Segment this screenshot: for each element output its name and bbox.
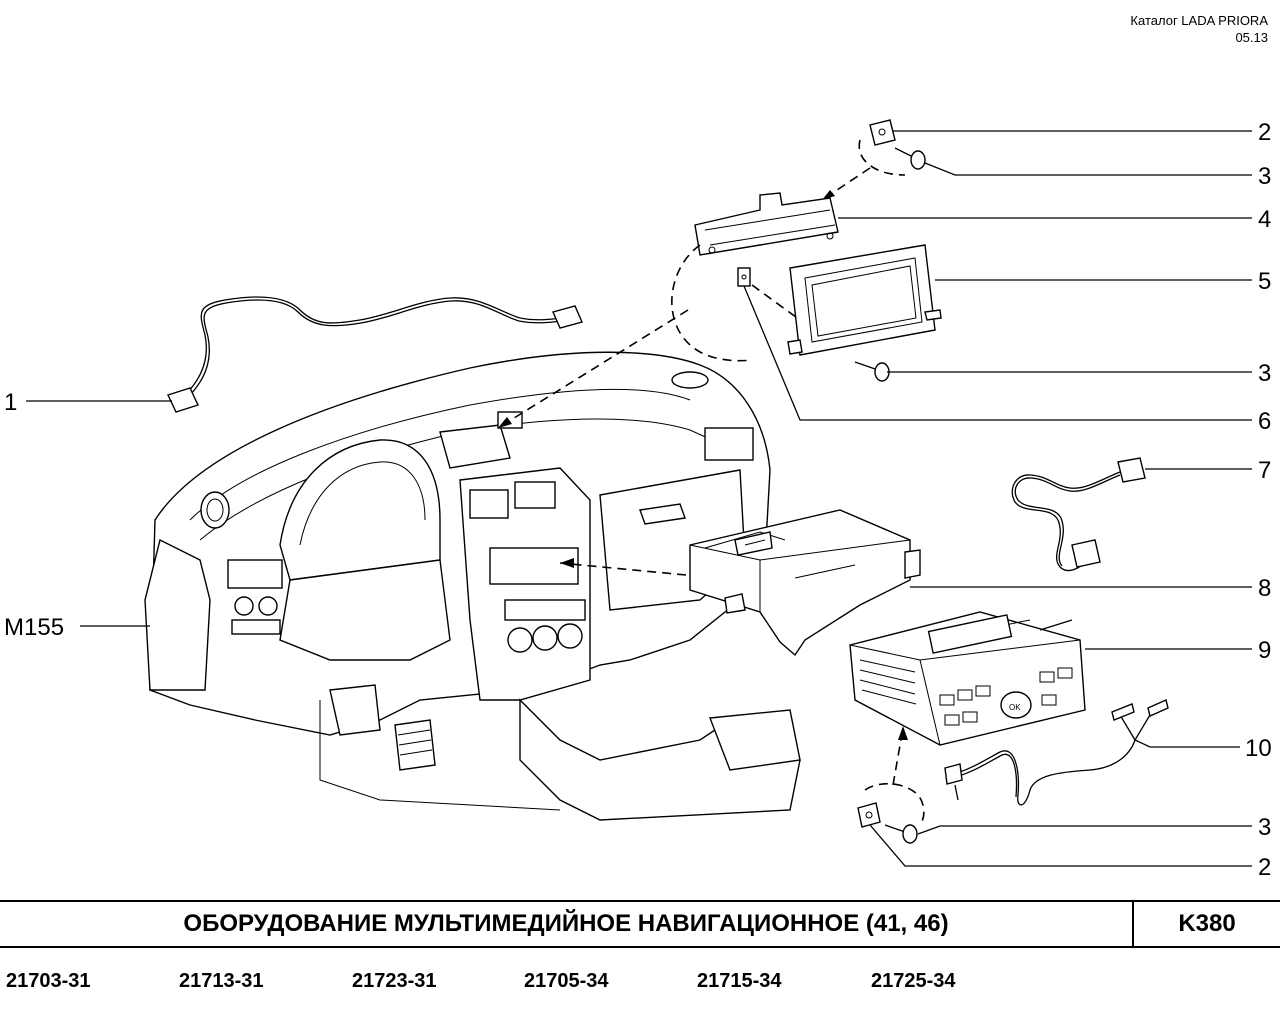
ok-button-label: OK [1009,703,1021,712]
callout-1: 1 [4,389,17,416]
callout-10: 10 [1245,735,1272,762]
leader-lines [26,130,1252,867]
callout-9: 9 [1258,637,1271,664]
part-1-cable [167,296,583,413]
part-8-frame [689,509,921,657]
part-3-screw-bottom [884,824,918,844]
model-list: 21703-31 21713-31 21723-31 21705-34 2171… [0,970,1280,1000]
part-6-clip [737,267,751,287]
callout-7: 7 [1258,457,1271,484]
part-5-display [787,244,942,356]
callout-2-top: 2 [1258,119,1271,146]
model-code: 21723-31 [352,970,437,992]
part-3-screw-mid [854,361,890,382]
callout-2-bottom: 2 [1258,854,1271,881]
callout-3-top: 3 [1258,163,1271,190]
model-code: 21713-31 [179,970,264,992]
part-9-head-unit: OK [849,611,1086,746]
callout-8: 8 [1258,575,1271,602]
part-2-clip-bottom [857,802,881,828]
callout-5: 5 [1258,268,1271,295]
model-code: 21715-34 [697,970,782,992]
callout-3-bottom: 3 [1258,814,1271,841]
callout-6: 6 [1258,408,1271,435]
section-code: K380 [1132,902,1280,946]
catalog-date: 05.13 [1235,30,1268,45]
model-code: 21703-31 [6,970,91,992]
model-code: 21725-34 [871,970,956,992]
parts-diagram: OK [4,119,1272,881]
catalog-name: Каталог LADA PRIORA [1130,13,1268,28]
callout-4: 4 [1258,206,1271,233]
page-title: ОБОРУДОВАНИЕ МУЛЬТИМЕДИЙНОЕ НАВИГАЦИОННО… [183,910,949,937]
part-3-screw-top [894,147,926,170]
title-bar: ОБОРУДОВАНИЕ МУЛЬТИМЕДИЙНОЕ НАВИГАЦИОННО… [0,900,1280,948]
part-10-harness [944,699,1169,806]
part-4-bracket [694,192,839,256]
catalog-header: Каталог LADA PRIORA 05.13 [1130,12,1268,46]
model-code: 21705-34 [524,970,609,992]
part-7-cable [1011,457,1146,572]
callout-m155: M155 [4,614,64,641]
callout-3-mid: 3 [1258,360,1271,387]
part-2-clip-top [869,119,896,146]
